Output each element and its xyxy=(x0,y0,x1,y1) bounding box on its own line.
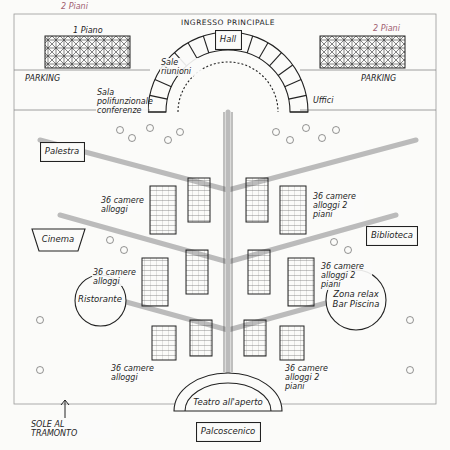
building-name: Biblioteca xyxy=(366,231,418,241)
plan-note: 36 camere alloggi 2 piani xyxy=(312,192,364,220)
plan-note: 36 camere alloggi 2 piani xyxy=(320,262,372,290)
plan-note: 2 Piani xyxy=(60,2,89,11)
theatre-shape: Teatro all'aperto xyxy=(173,372,283,412)
building-box: Biblioteca xyxy=(366,226,418,246)
building-name: Zona relax Bar Piscina xyxy=(325,290,387,310)
building-name: Palestra xyxy=(40,147,85,157)
building-box: Palestra xyxy=(40,142,85,162)
entrance-title: INGRESSO PRINCIPALE xyxy=(180,18,276,27)
plan-note: 36 camere alloggi xyxy=(92,268,140,286)
building-name: Palcoscenico xyxy=(196,427,261,437)
plan-note: 36 camere alloggi 2 piani xyxy=(284,364,342,392)
building-box: Palcoscenico xyxy=(196,422,261,442)
plan-note: SOLE AL TRAMONTO xyxy=(30,420,112,438)
building-name: Hall xyxy=(215,35,242,45)
plan-note: 2 Piani xyxy=(372,24,401,33)
plan-note: Uffici xyxy=(312,96,334,105)
plan-note: 36 camere alloggi xyxy=(110,364,158,382)
building-box: Cinema xyxy=(31,228,86,252)
plan-note: Sale riunioni xyxy=(160,58,202,76)
building-box: Hall xyxy=(215,30,242,50)
plan-note: 1 Piano xyxy=(72,26,104,35)
building-name: Cinema xyxy=(31,235,86,245)
building-name: Ristorante xyxy=(74,295,127,305)
plan-note: PARKING xyxy=(360,74,397,83)
plan-note: PARKING xyxy=(24,74,61,83)
plan-note: 36 camere alloggi xyxy=(100,196,148,214)
plan-note: Sala polifunzionale conferenze xyxy=(96,88,148,116)
building-name: Teatro all'aperto xyxy=(173,398,283,408)
